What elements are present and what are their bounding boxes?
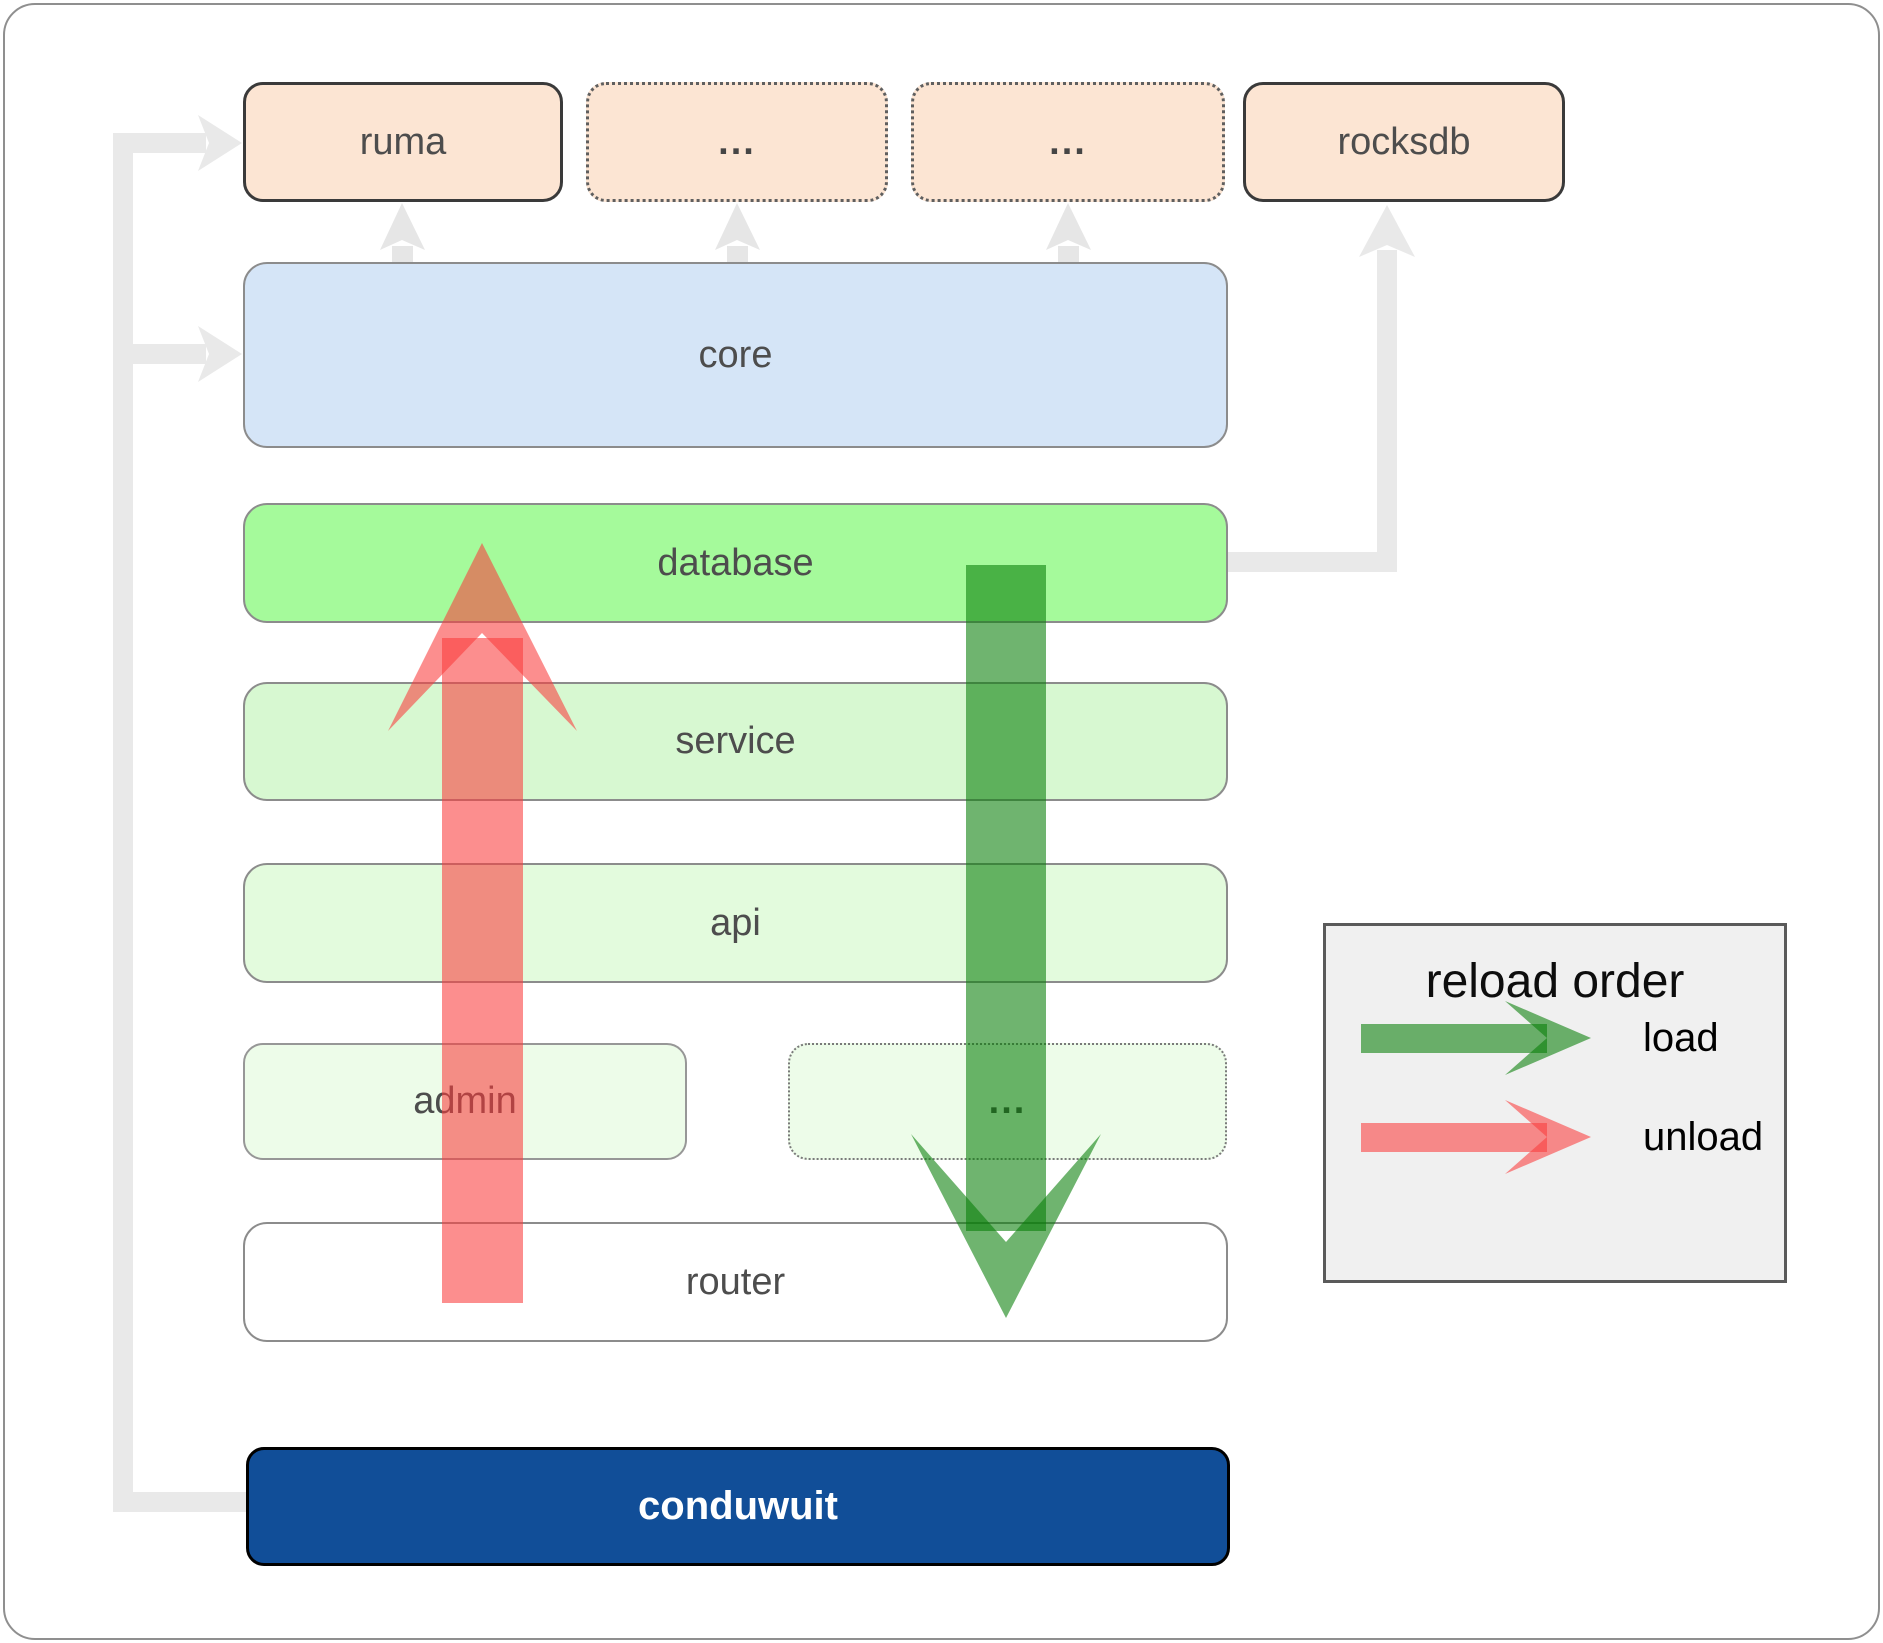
box-admin-label: admin [413, 1080, 517, 1122]
box-router: router [243, 1222, 1228, 1342]
legend-load-label: load [1643, 1015, 1719, 1060]
box-dots-admin-row: ... [788, 1043, 1227, 1160]
box-api: api [243, 863, 1228, 983]
legend-load-arrow-icon [1361, 1001, 1591, 1075]
box-ruma: ruma [243, 82, 563, 202]
legend-row-load: load [1361, 996, 1719, 1080]
box-core-label: core [698, 333, 773, 376]
arrowhead-core-to-ruma-icon [380, 203, 425, 250]
box-dots-top-1-label: ... [718, 120, 756, 163]
box-dots-top-2-label: ... [1049, 120, 1087, 163]
arrowhead-core-to-dots2-icon [1046, 203, 1091, 250]
box-service-label: service [675, 720, 796, 762]
box-conduwuit: conduwuit [246, 1447, 1230, 1566]
box-dots-admin-row-label: ... [988, 1080, 1027, 1122]
legend-reload-order: reload order [1323, 923, 1787, 1283]
box-rocksdb-label: rocksdb [1337, 120, 1471, 163]
outer-frame [3, 3, 1880, 1640]
box-database: database [243, 503, 1228, 623]
legend-row-unload: unload [1361, 1095, 1763, 1179]
arrowhead-core-to-dots1-icon [715, 203, 760, 250]
connector-conduwuit-to-ruma [113, 133, 252, 1512]
box-rocksdb: rocksdb [1243, 82, 1565, 202]
box-core: core [243, 262, 1228, 448]
box-dots-top-2: ... [911, 82, 1225, 202]
legend-unload-label: unload [1643, 1114, 1764, 1159]
legend-title: reload order [1425, 955, 1685, 1008]
arrowhead-into-core-icon [198, 326, 242, 382]
arrowhead-into-ruma-icon [198, 115, 242, 171]
box-dots-top-1: ... [586, 82, 888, 202]
box-ruma-label: ruma [359, 120, 447, 163]
box-api-label: api [710, 901, 761, 944]
connector-database-to-rocksdb [1226, 250, 1397, 572]
box-router-label: router [685, 1260, 786, 1303]
box-admin: admin [243, 1043, 687, 1160]
legend-unload-arrow-icon [1361, 1100, 1591, 1174]
box-service: service [243, 682, 1228, 801]
box-database-label: database [657, 541, 814, 584]
arrowhead-into-rocksdb-icon [1359, 205, 1415, 257]
box-conduwuit-label: conduwuit [638, 1484, 838, 1528]
